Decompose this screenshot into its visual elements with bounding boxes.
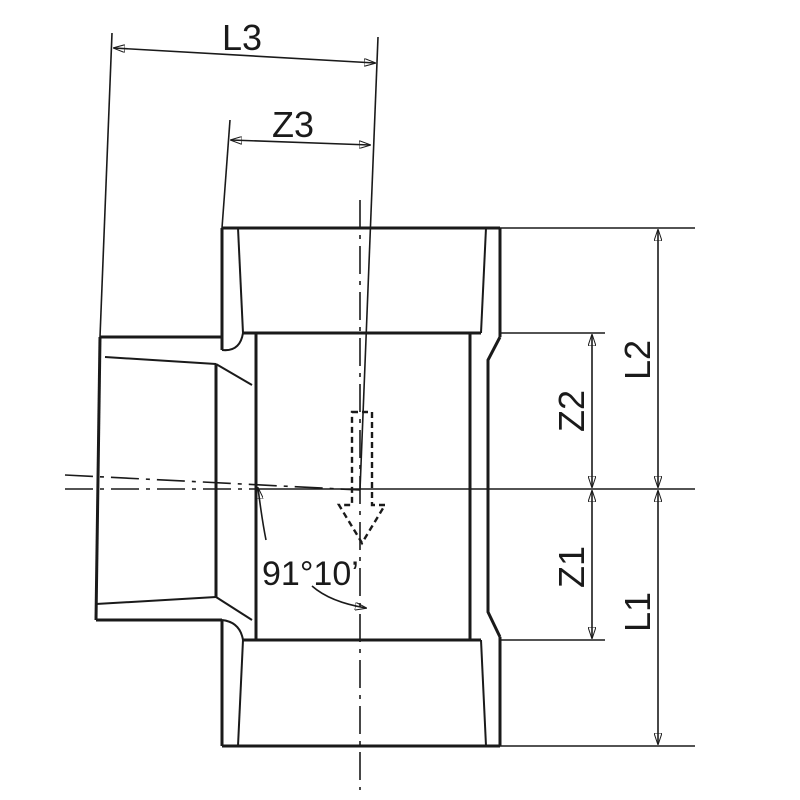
Z3-dimension-line — [231, 140, 370, 145]
label-Z1: Z1 — [551, 546, 592, 588]
center-lines — [64, 200, 695, 790]
label-Z2: Z2 — [551, 390, 592, 432]
label-L2: L2 — [617, 340, 658, 380]
extension-lines — [99, 32, 695, 747]
label-L3: L3 — [222, 17, 262, 58]
angle-arc-lower — [311, 585, 366, 608]
main-body — [220, 226, 502, 748]
hidden-flow-arrow — [336, 410, 388, 546]
label-Z3: Z3 — [272, 104, 314, 145]
branch-body — [94, 332, 253, 641]
angle-arc — [258, 488, 267, 541]
label-L1: L1 — [617, 592, 658, 632]
label-angle: 91°10’ — [262, 555, 359, 593]
L3-dimension-line — [114, 48, 375, 63]
